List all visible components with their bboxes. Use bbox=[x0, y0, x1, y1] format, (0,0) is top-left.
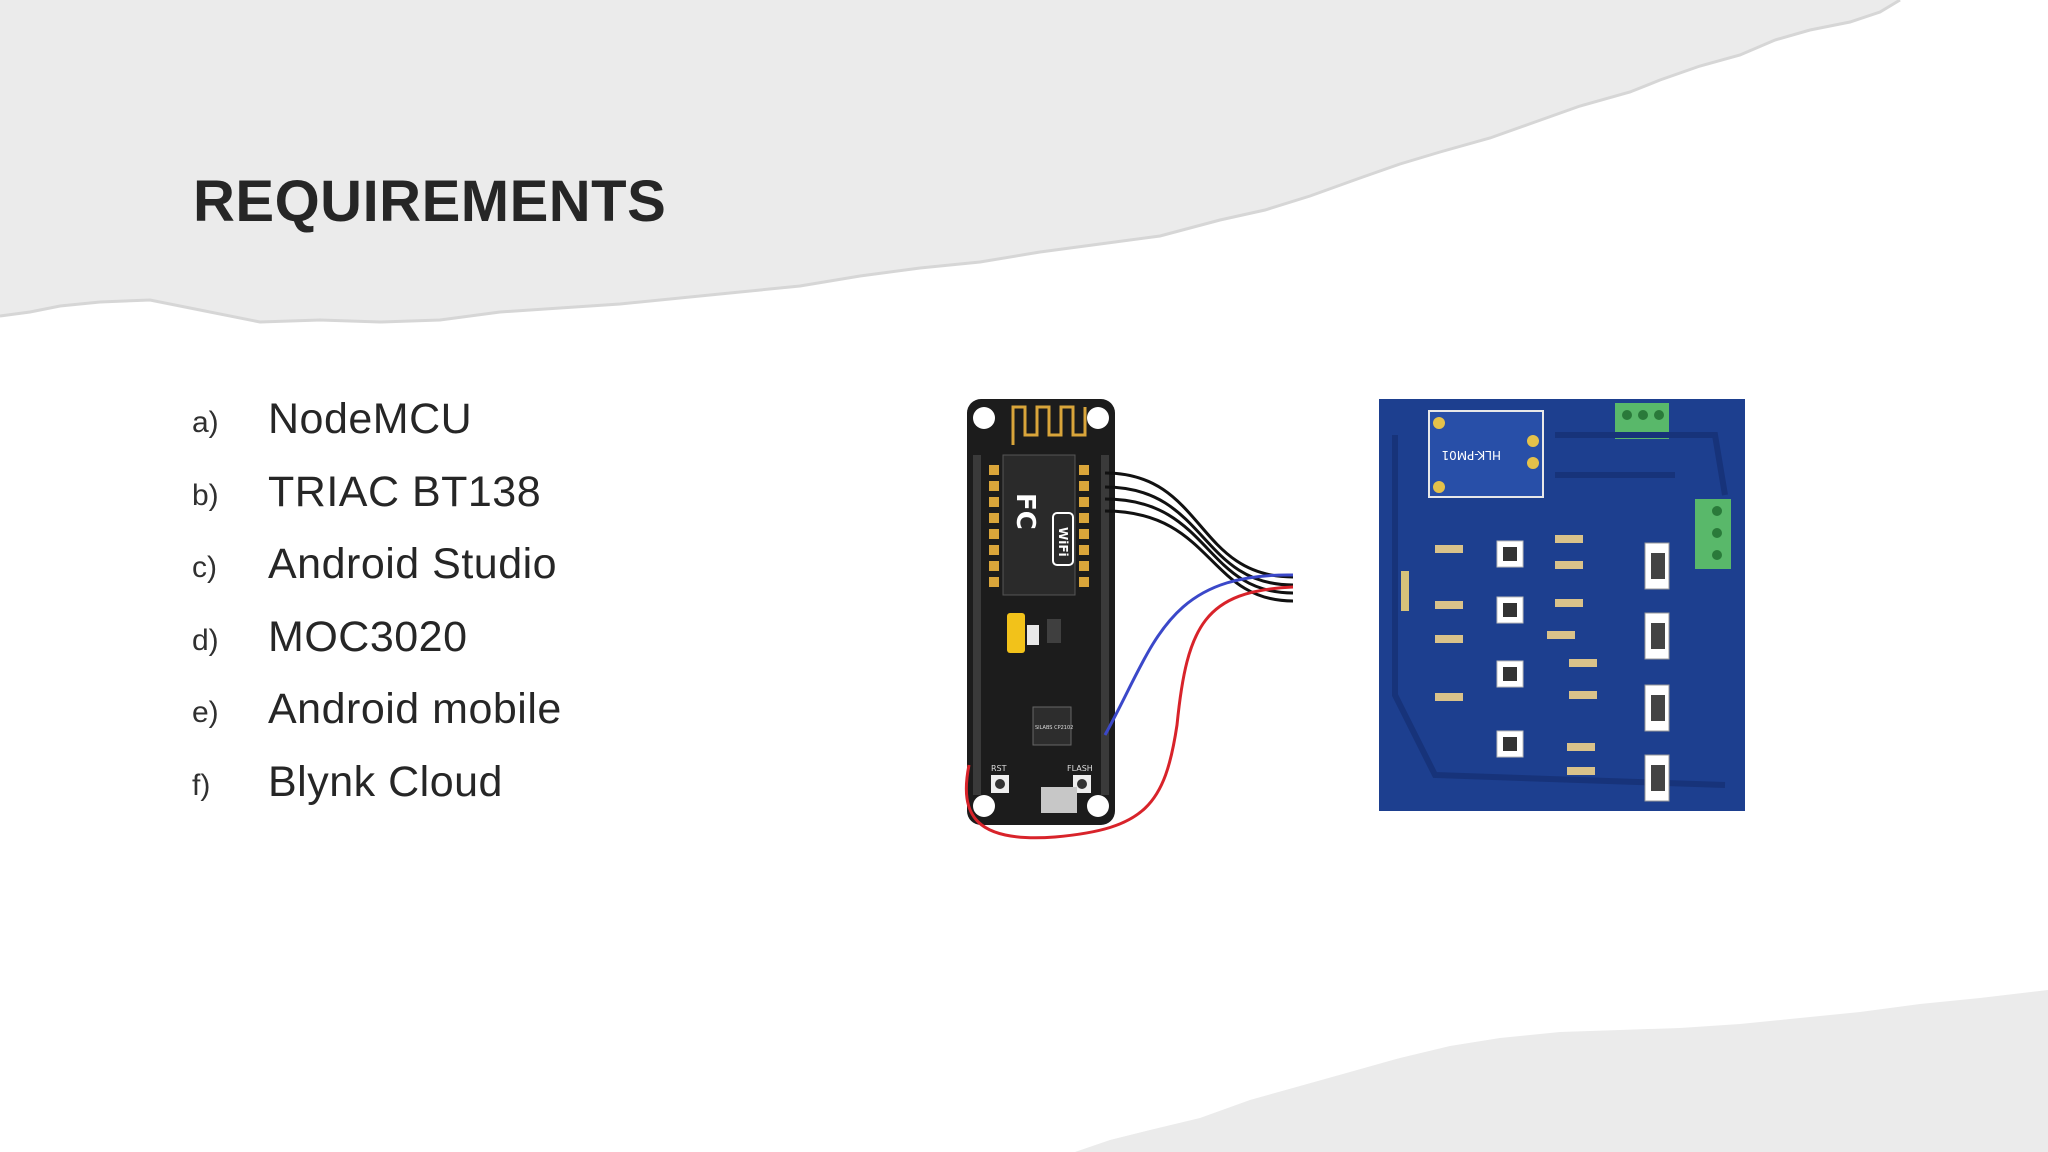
bottom-torn-paper bbox=[1075, 990, 2048, 1152]
power-module-label: HLK-PM01 bbox=[1441, 448, 1501, 462]
list-marker: a) bbox=[192, 406, 219, 439]
chip-label: SILABS CP2102 bbox=[1035, 725, 1073, 731]
relay-pcb: HLK-PM01 bbox=[1379, 399, 1745, 811]
fc-logo-text: FC bbox=[1010, 493, 1040, 530]
flash-label: FLASH bbox=[1067, 764, 1093, 773]
wifi-badge-text: WiFi bbox=[1056, 527, 1070, 557]
antenna-trace bbox=[1011, 405, 1087, 445]
list-item-text: NodeMCU bbox=[268, 395, 473, 443]
list-item-text: Android mobile bbox=[268, 685, 562, 733]
usb-port bbox=[1041, 787, 1077, 813]
pcb-header bbox=[1401, 571, 1409, 611]
left-pin-header bbox=[973, 455, 981, 795]
rst-label: RST bbox=[991, 764, 1007, 773]
list-item-text: TRIAC BT138 bbox=[268, 467, 542, 516]
usb-chip bbox=[1032, 706, 1072, 746]
gold-pads bbox=[989, 465, 1089, 587]
wires bbox=[964, 471, 1294, 840]
list-marker: c) bbox=[192, 551, 217, 584]
list-marker: f) bbox=[192, 768, 211, 802]
list-item-text: Android Studio bbox=[268, 540, 558, 588]
list-marker: b) bbox=[192, 478, 219, 512]
list-item-text: MOC3020 bbox=[268, 612, 468, 661]
capacitor bbox=[1007, 613, 1025, 653]
list-marker: d) bbox=[192, 623, 219, 657]
list-item-text: Blynk Cloud bbox=[268, 757, 503, 806]
right-pin-header bbox=[1101, 455, 1109, 795]
list-marker: e) bbox=[192, 696, 219, 729]
slide-title: REQUIREMENTS bbox=[193, 169, 667, 234]
circuit-diagram: FC WiFi SILABS CP2102 RST FLASH bbox=[955, 395, 1755, 845]
top-torn-shadow bbox=[0, 0, 1901, 324]
top-torn-paper bbox=[0, 0, 1900, 322]
nodemcu-board: FC WiFi SILABS CP2102 RST FLASH bbox=[967, 399, 1115, 825]
